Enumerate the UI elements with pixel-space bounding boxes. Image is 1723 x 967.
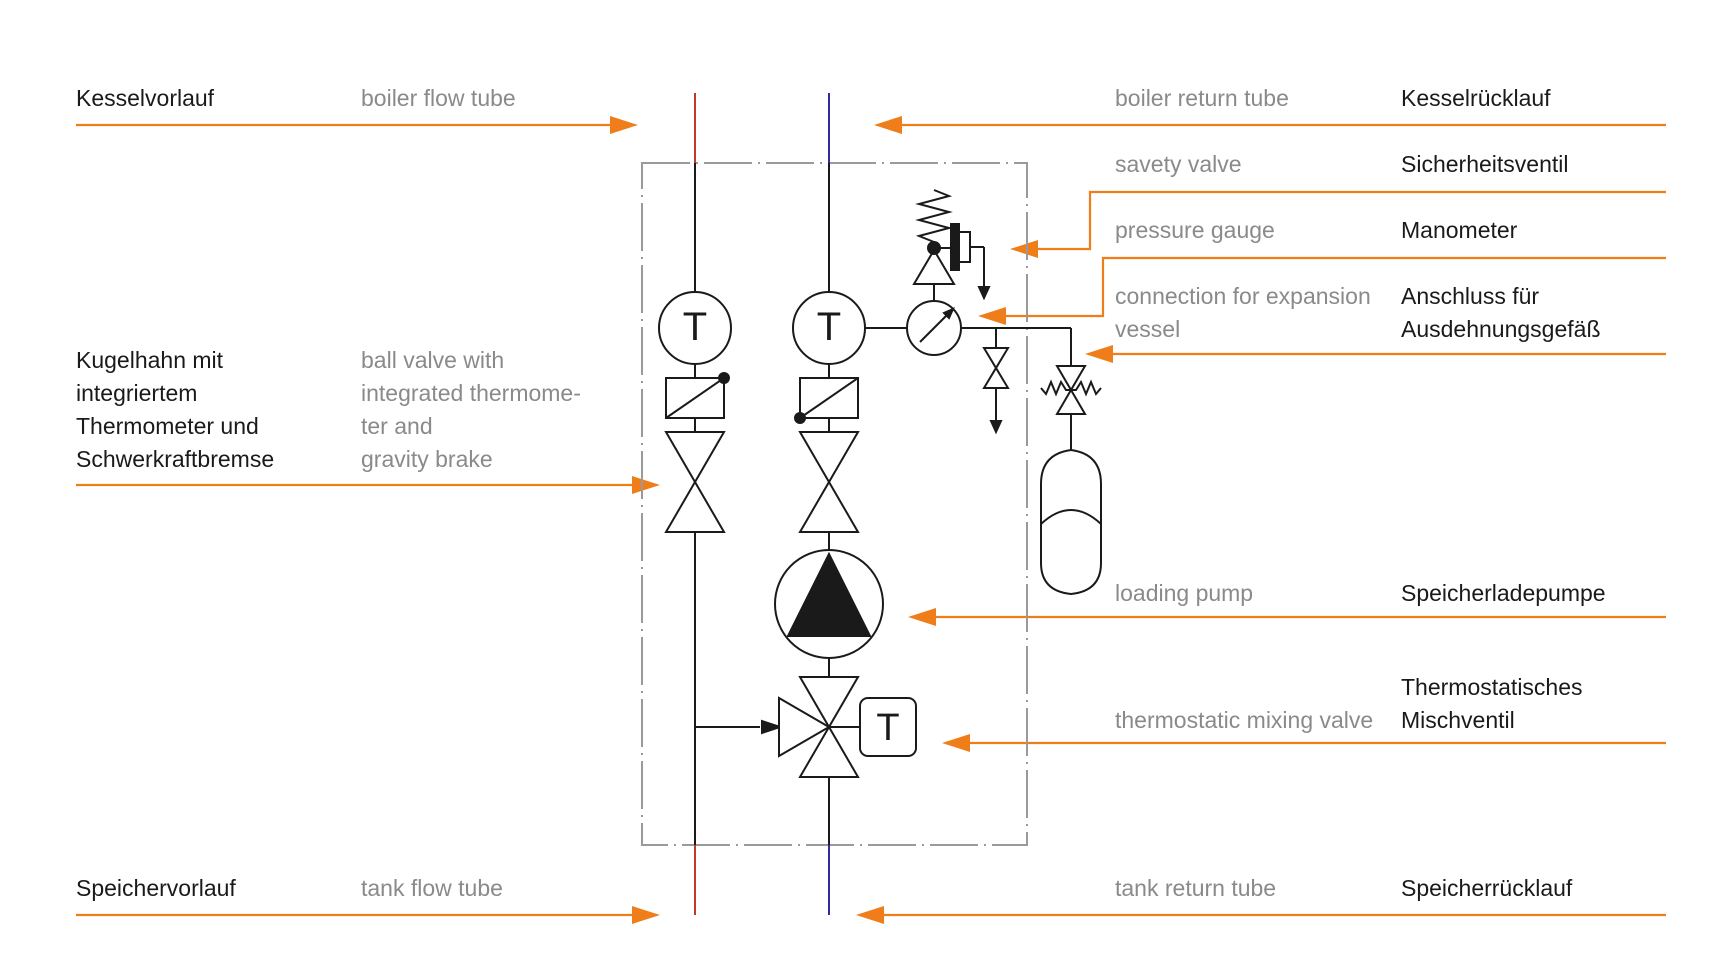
label-expansion-de-2: Ausdehnungsgefäß — [1401, 316, 1601, 342]
flow-thermometer-letter: T — [683, 305, 707, 349]
label-pressure-gauge-en: pressure gauge — [1115, 217, 1275, 243]
label-ball-valve-en-3: ter and — [361, 413, 433, 439]
mixing-sensor-box — [859, 697, 917, 757]
mixing-valve-icon: T — [778, 676, 917, 778]
return-thermometer: T — [792, 291, 866, 365]
flow-thermometer: T — [658, 291, 732, 365]
leader-tank-return — [856, 906, 1666, 924]
label-loading-pump-en: loading pump — [1115, 580, 1253, 606]
label-mixing-valve-de-1: Thermostatisches — [1401, 674, 1583, 700]
label-expansion-de-1: Anschluss für — [1401, 283, 1539, 309]
label-boiler-return-de: Kesselrücklauf — [1401, 85, 1551, 111]
return-thermometer-letter: T — [817, 305, 841, 349]
leader-ball-valve — [76, 476, 660, 494]
label-loading-pump-de: Speicherladepumpe — [1401, 580, 1606, 606]
leader-safety-valve — [1010, 190, 1666, 258]
label-ball-valve-de-3: Thermometer und — [76, 413, 259, 439]
label-mixing-valve-en: thermostatic mixing valve — [1115, 707, 1373, 733]
leader-expansion — [1085, 345, 1666, 363]
label-expansion-en-2: vessel — [1115, 316, 1180, 342]
leader-boiler-flow — [76, 116, 638, 134]
leader-tank-flow — [76, 906, 660, 924]
leader-pressure-gauge — [978, 256, 1666, 325]
label-tank-flow-en: tank flow tube — [361, 875, 503, 901]
label-ball-valve-de-1: Kugelhahn mit — [76, 347, 224, 373]
flow-gravity-brake — [665, 372, 730, 419]
label-expansion-en-1: connection for expansion — [1115, 283, 1371, 309]
label-ball-valve-en-4: gravity brake — [361, 446, 493, 472]
return-gravity-brake — [794, 377, 859, 424]
station-frame — [641, 162, 1028, 846]
mixing-sensor-letter: T — [876, 707, 899, 749]
leader-loading-pump — [908, 608, 1666, 626]
label-pressure-gauge-de: Manometer — [1401, 217, 1518, 243]
label-ball-valve-de-4: Schwerkraftbremse — [76, 446, 274, 472]
leader-boiler-return — [874, 116, 1666, 134]
label-boiler-flow-en: boiler flow tube — [361, 85, 516, 111]
label-tank-return-de: Speicherrücklauf — [1401, 875, 1573, 901]
label-mixing-valve-de-2: Mischventil — [1401, 707, 1515, 733]
bypass-arrow-icon — [761, 719, 784, 735]
label-tank-flow-de: Speichervorlauf — [76, 875, 236, 901]
label-boiler-return-en: boiler return tube — [1115, 85, 1289, 111]
pressure-gauge-icon — [906, 300, 962, 356]
leader-mixing-valve — [942, 734, 1666, 752]
drain-valve-icon — [982, 328, 1010, 435]
flow-ball-valve-icon — [664, 431, 726, 533]
loading-pump-icon — [774, 549, 884, 659]
label-tank-return-en: tank return tube — [1115, 875, 1276, 901]
label-safety-valve-en: savety valve — [1115, 151, 1242, 177]
label-ball-valve-en-2: integrated thermome- — [361, 380, 581, 406]
label-boiler-flow-de: Kesselvorlauf — [76, 85, 215, 111]
safety-valve-icon — [912, 189, 991, 301]
label-ball-valve-de-2: integriertem — [76, 380, 197, 406]
expansion-valve-icon — [1040, 365, 1102, 450]
label-safety-valve-de: Sicherheitsventil — [1401, 151, 1568, 177]
label-ball-valve-en-1: ball valve with — [361, 347, 504, 373]
expansion-vessel-icon — [1040, 448, 1102, 596]
return-ball-valve-icon — [798, 431, 860, 533]
